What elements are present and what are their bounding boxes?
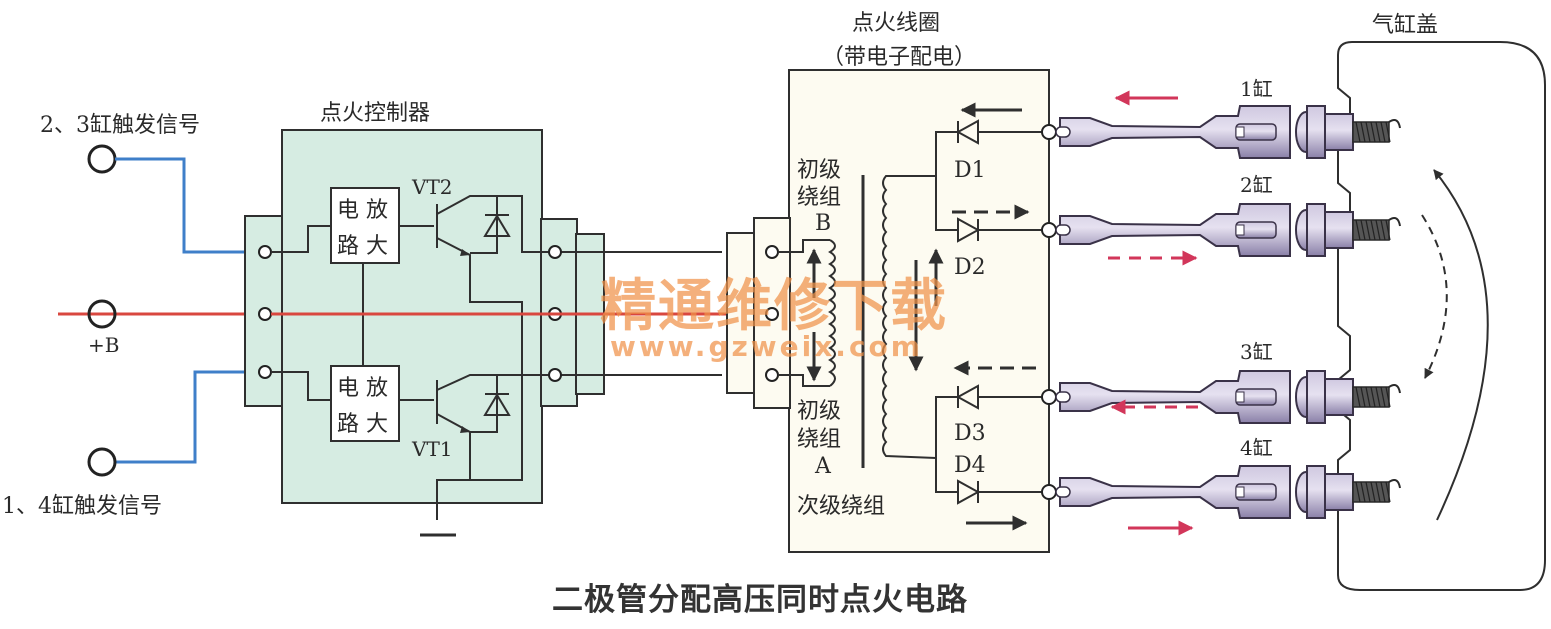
coil-out-4: [1041, 484, 1057, 500]
trigger-23-wire: [115, 157, 246, 254]
plug-thread: [1352, 481, 1391, 503]
svg-text:大: 大: [366, 412, 388, 437]
controller-pin-1: [258, 245, 272, 259]
svg-text:大: 大: [366, 234, 388, 259]
cylinder-head: 气缸盖: [1337, 13, 1546, 591]
primary-b-label-1: 初级: [797, 158, 841, 183]
primary-a-label-3: A: [814, 454, 832, 479]
vt1-diode-icon: [483, 393, 511, 416]
vt1-emitter-arrow: [460, 426, 470, 433]
cylinder-4-label: 4缸: [1240, 436, 1273, 460]
secondary-label: 次级绕组: [797, 494, 885, 519]
svg-text:路: 路: [337, 412, 359, 437]
coil-pin-3: [765, 368, 779, 382]
spark-plug-2: [1055, 203, 1401, 257]
diode-d2-label: D2: [954, 255, 986, 280]
plug-thread: [1352, 386, 1391, 408]
coil-pin-1: [765, 245, 779, 259]
watermark: 精通维修下载 www.gzweix.com: [600, 274, 948, 363]
cylinder-1-label: 1缸: [1240, 77, 1273, 101]
controller-pin-3: [258, 365, 272, 379]
amplifier-top: 电 放 路 大: [330, 187, 400, 264]
primary-a-label-1: 初级: [797, 399, 841, 424]
trigger-23-terminal: [87, 144, 117, 174]
svg-text:路: 路: [337, 234, 359, 259]
diode-d2-icon: [957, 217, 981, 243]
trigger-14-terminal: [87, 447, 117, 477]
diode-d4-icon: [957, 479, 981, 505]
ht-lead: [1059, 465, 1291, 519]
controller-out-pin-3: [548, 368, 562, 382]
coil-out-2: [1041, 222, 1057, 238]
coil-out-1: [1041, 124, 1057, 140]
plug-hex-nut: [1306, 203, 1326, 257]
diagram-caption: 二极管分配高压同时点火电路: [552, 582, 968, 618]
controller-body: [281, 129, 543, 504]
cylinder-2-label: 2缸: [1240, 173, 1273, 197]
watermark-title: 精通维修下载: [600, 274, 948, 339]
diode-d1-icon: [955, 119, 979, 145]
trigger-14-label: 1、4缸触发信号: [2, 494, 162, 519]
power-terminal: [87, 299, 117, 329]
primary-a-label-2: 绕组: [797, 427, 841, 452]
cylinder-3-label: 3缸: [1240, 340, 1273, 364]
plug-electrode: [1388, 217, 1401, 227]
ignition-controller: 点火控制器: [244, 101, 722, 537]
ht-lead: [1059, 370, 1291, 424]
transistor-vt2-label: VT2: [411, 175, 453, 199]
plug-thread: [1352, 121, 1391, 143]
spark-plugs: [1055, 105, 1401, 519]
plug-hex-nut: [1306, 105, 1326, 159]
coil-out-3: [1041, 389, 1057, 405]
plug-electrode: [1388, 119, 1401, 129]
trigger-14-wire: [115, 370, 246, 464]
svg-text:放: 放: [366, 198, 388, 223]
diode-d1-label: D1: [954, 158, 986, 183]
amplifier-bottom: 电 放 路 大: [330, 365, 400, 442]
input-terminals: 2、3缸触发信号 +B 1、4缸触发信号: [2, 113, 246, 519]
plug-hex-nut: [1306, 370, 1326, 424]
vt2-diode-icon: [483, 214, 511, 237]
diode-d3-label: D3: [954, 421, 986, 446]
ht-lead: [1059, 203, 1291, 257]
plug-electrode: [1388, 479, 1401, 489]
coil-title: 点火线圈: [852, 11, 940, 36]
coil-subtitle: （带电子配电）: [822, 45, 976, 70]
watermark-url: www.gzweix.com: [610, 330, 923, 363]
controller-title: 点火控制器: [320, 101, 430, 126]
controller-pin-2: [258, 307, 272, 321]
plug-hex-nut: [1306, 465, 1326, 519]
transistor-vt1-label: VT1: [411, 437, 453, 461]
coil-connector-outer: [726, 232, 756, 394]
firing-order-arrow-dashed: [1421, 214, 1448, 379]
ignition-coil: 点火线圈 （带电子配电）: [726, 11, 1057, 553]
plug-electrode: [1388, 384, 1401, 394]
svg-text:电: 电: [337, 376, 359, 401]
diode-d3-icon: [955, 384, 979, 410]
spark-plug-1: [1055, 105, 1401, 159]
primary-b-label-2: 绕组: [797, 185, 841, 210]
diode-d4-label: D4: [954, 453, 986, 478]
power-label: +B: [88, 333, 119, 357]
vt2-emitter-arrow: [460, 249, 470, 256]
trigger-23-label: 2、3缸触发信号: [40, 113, 200, 138]
cylinder-head-label: 气缸盖: [1372, 13, 1438, 38]
primary-b-label-3: B: [815, 211, 831, 236]
coil-wiring: [778, 131, 1049, 493]
svg-text:电: 电: [337, 198, 359, 223]
spark-plug-3: [1055, 370, 1401, 424]
controller-out-pin-1: [548, 245, 562, 259]
hv-current-arrows: [1108, 90, 1198, 536]
ht-lead: [1059, 105, 1291, 159]
plug-thread: [1352, 219, 1391, 241]
spark-plug-4: [1055, 465, 1401, 519]
firing-order-arrow-solid: [1433, 169, 1489, 521]
svg-text:放: 放: [366, 376, 388, 401]
coil-pin-2: [765, 307, 779, 321]
